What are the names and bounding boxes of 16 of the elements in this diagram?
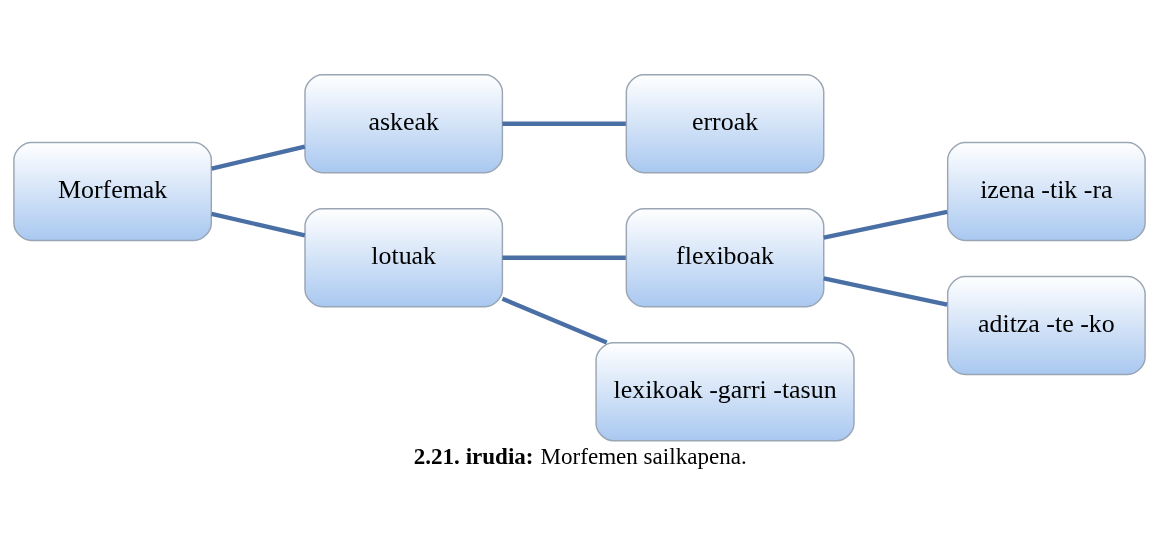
node-box: lotuak — [304, 207, 504, 307]
node-box: lexikoak -garri -tasun — [595, 341, 855, 441]
connector — [823, 275, 948, 307]
connector — [502, 121, 626, 126]
connector — [211, 144, 306, 171]
caption: 2.21. irudia: Morfemen sailkapena. — [413, 442, 747, 469]
connector — [823, 209, 948, 240]
node-box: aditza -te -ko — [946, 275, 1146, 375]
node-box: izena -tik -ra — [946, 141, 1146, 241]
node-box: Morfemak — [13, 141, 213, 241]
connector — [502, 255, 626, 260]
node-box: askeak — [304, 73, 504, 173]
node-box: flexiboak — [625, 207, 825, 307]
connector — [501, 296, 608, 345]
node-box: erroak — [625, 73, 825, 173]
connector — [211, 211, 306, 237]
